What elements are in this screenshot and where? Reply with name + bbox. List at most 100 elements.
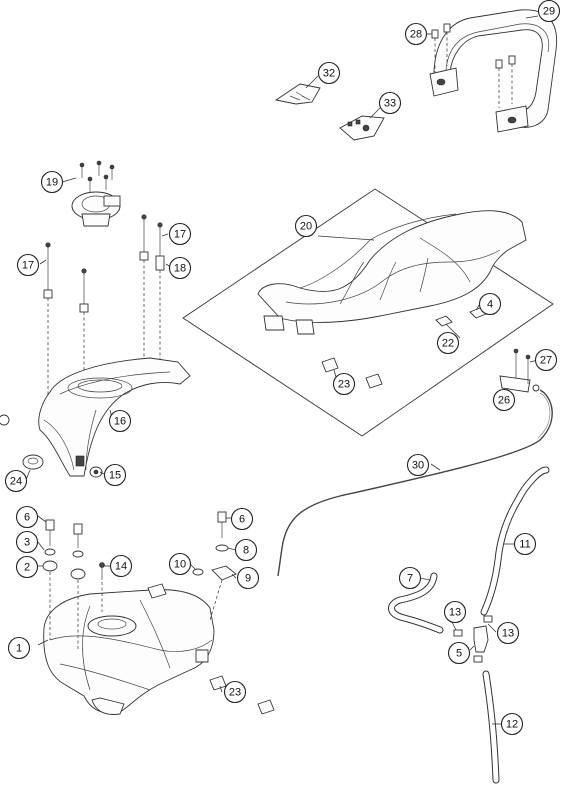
- callout-circle: [404, 22, 428, 46]
- callout-number: 6: [239, 514, 245, 526]
- callout-circle: [406, 453, 430, 477]
- callout-24: 24: [4, 469, 28, 493]
- callout-number: 6: [24, 512, 30, 524]
- callout-number: 30: [412, 460, 424, 472]
- callout-circle: [443, 600, 467, 624]
- callout-number: 4: [487, 299, 493, 311]
- callout-number: 13: [502, 628, 514, 640]
- callout-19: 19: [40, 170, 64, 194]
- callout-number: 26: [498, 395, 510, 407]
- callout-number: 8: [243, 545, 249, 557]
- callout-28: 28: [404, 22, 428, 46]
- callout-13: 13: [443, 600, 467, 624]
- callout-circle: [492, 388, 516, 412]
- callout-23: 23: [223, 680, 247, 704]
- callout-23: 23: [332, 372, 356, 396]
- callout-number: 23: [229, 687, 241, 699]
- callout-number: 22: [442, 338, 454, 350]
- callout-circle: [234, 538, 258, 562]
- fuel-tank: [43, 583, 215, 715]
- part-small-clip: [0, 414, 10, 426]
- callout-7: 7: [398, 566, 422, 590]
- callout-32: 32: [317, 61, 341, 85]
- part-33-bracket: [339, 115, 385, 141]
- callout-circle: [16, 253, 40, 277]
- callout-circle: [534, 348, 558, 372]
- callout-number: 7: [407, 573, 413, 585]
- callout-15: 15: [103, 463, 127, 487]
- callout-14: 14: [109, 554, 133, 578]
- callout-33: 33: [378, 91, 402, 115]
- callout-circle: [15, 530, 39, 554]
- hose-12-fill: [483, 671, 499, 783]
- callout-circle: [500, 712, 524, 736]
- callout-circle: [447, 641, 471, 665]
- cable-30: [277, 389, 553, 577]
- callout-number: 18: [174, 263, 186, 275]
- callout-11: 11: [513, 532, 537, 556]
- callout-17: 17: [16, 253, 40, 277]
- fuel-filler-cap: [71, 191, 121, 227]
- callout-circle: [109, 554, 133, 578]
- callout-number: 19: [46, 177, 58, 189]
- callout-12: 12: [500, 712, 524, 736]
- callout-number: 2: [24, 562, 30, 574]
- callout-number: 24: [10, 476, 22, 488]
- grab-handle: [429, 9, 558, 133]
- callout-circle: [40, 170, 64, 194]
- callout-2: 2: [15, 555, 39, 579]
- callout-10: 10: [168, 552, 192, 576]
- callout-number: 27: [540, 355, 552, 367]
- callout-circle: [7, 636, 31, 660]
- seat: [257, 210, 527, 335]
- long-bolts: [43, 214, 165, 414]
- callout-number: 17: [174, 229, 186, 241]
- callout-number: 23: [338, 379, 350, 391]
- callout-number: 28: [410, 29, 422, 41]
- callout-circle: [236, 566, 260, 590]
- callout-26: 26: [492, 388, 516, 412]
- callout-circle: [378, 91, 402, 115]
- callout-27: 27: [534, 348, 558, 372]
- callout-16: 16: [108, 409, 132, 433]
- callout-number: 12: [506, 719, 518, 731]
- callout-number: 3: [24, 537, 30, 549]
- callout-circle: [496, 621, 520, 645]
- callout-number: 15: [109, 470, 121, 482]
- callout-18: 18: [168, 256, 192, 280]
- callout-circle: [317, 61, 341, 85]
- callout-circle: [168, 256, 192, 280]
- callout-9: 9: [236, 566, 260, 590]
- callout-6: 6: [230, 507, 254, 531]
- seat-fasteners: [321, 307, 487, 389]
- callout-number: 17: [22, 260, 34, 272]
- callout-number: 14: [115, 561, 127, 573]
- callout-number: 13: [449, 607, 461, 619]
- callout-6: 6: [15, 505, 39, 529]
- tank-mount-hardware: [42, 511, 237, 650]
- callout-number: 11: [519, 539, 530, 551]
- callout-circle: [4, 469, 28, 493]
- callout-number: 20: [300, 221, 312, 233]
- t-fitting: [453, 615, 493, 663]
- callout-circle: [108, 409, 132, 433]
- callout-circle: [103, 463, 127, 487]
- callout-30: 30: [406, 453, 430, 477]
- callout-20: 20: [294, 214, 318, 238]
- callout-circle: [15, 505, 39, 529]
- callout-circle: [436, 331, 460, 355]
- callout-3: 3: [15, 530, 39, 554]
- callout-circle: [168, 552, 192, 576]
- hose-11-fill: [481, 467, 549, 615]
- callout-number: 29: [543, 6, 555, 18]
- callout-5: 5: [447, 641, 471, 665]
- handle-screws: [431, 23, 516, 108]
- callout-number: 9: [245, 573, 251, 585]
- callout-circle: [15, 555, 39, 579]
- callout-circle: [294, 214, 318, 238]
- tank-cover: [38, 357, 191, 477]
- callout-number: 1: [16, 643, 22, 655]
- callout-circle: [478, 292, 502, 316]
